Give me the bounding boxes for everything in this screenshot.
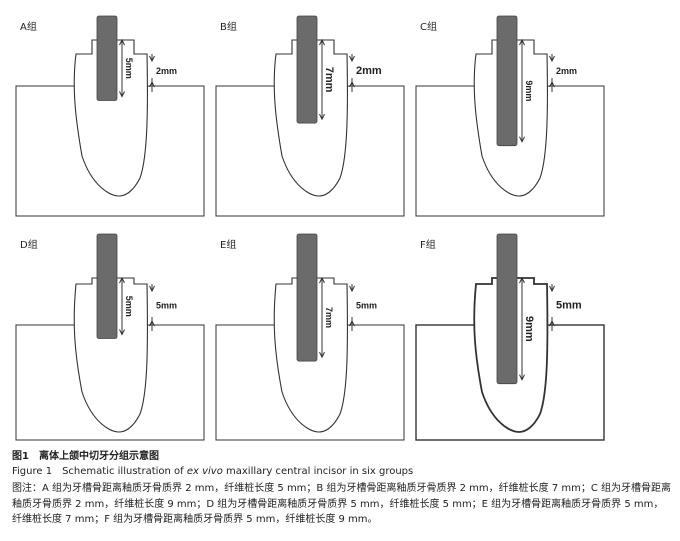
arrow-down-icon <box>319 351 325 359</box>
arrow-up-icon <box>119 38 125 46</box>
panel-label-b: B组 <box>220 22 237 33</box>
arrow-up-icon <box>519 38 525 46</box>
arrow-down-icon <box>349 55 355 63</box>
fiber-post <box>496 15 518 147</box>
arrow-up-icon <box>149 319 155 327</box>
schematic-figure: 5mm 2mm 7mm 2mm 9mm 2mm 5mm 5mm 7mm 5mm 9mm 5mm <box>15 15 605 441</box>
arrow-down-icon <box>519 374 525 381</box>
arrow-up-icon <box>119 276 125 284</box>
bone-distance-label: 5mm <box>156 301 177 311</box>
tooth-outline <box>73 277 149 433</box>
figure-title-cn: 图1 离体上颌中切牙分组示意图 <box>12 451 159 462</box>
arrow-down-icon <box>549 285 555 293</box>
post-length-label: 7mm <box>324 307 334 328</box>
post-length-label: 9mm <box>524 80 534 101</box>
arrow-up-icon <box>549 80 555 88</box>
arrow-down-icon <box>149 285 155 293</box>
arrow-up-icon <box>549 319 555 327</box>
panel-e: 7mm 5mm <box>215 233 405 441</box>
arrow-down-icon <box>549 55 555 63</box>
panel-a: 5mm 2mm <box>15 15 205 217</box>
figure-note: 图注：A 组为牙槽骨距离釉质牙骨质界 2 mm，纤维桩长度 5 mm；B 组为牙… <box>12 483 672 525</box>
arrow-down-icon <box>519 136 525 143</box>
fiber-post <box>496 233 518 385</box>
panel-label-a: A组 <box>20 22 37 33</box>
bone-distance-label: 5mm <box>556 300 582 312</box>
arrow-up-icon <box>519 276 525 284</box>
post-length-label: 7mm <box>323 67 335 93</box>
arrow-down-icon <box>319 113 325 121</box>
fiber-post <box>96 15 118 101</box>
tooth-outline <box>73 39 149 197</box>
arrow-down-icon <box>349 285 355 293</box>
arrow-up-icon <box>349 80 355 88</box>
fiber-post <box>296 233 318 362</box>
panel-label-f: F组 <box>420 240 436 251</box>
panel-b: 7mm 2mm <box>215 15 405 217</box>
panel-label-e: E组 <box>220 240 237 251</box>
panel-label-d: D组 <box>20 240 38 251</box>
bone-distance-label: 2mm <box>356 65 382 77</box>
panel-label-c: C组 <box>420 22 437 33</box>
bone-distance-label: 5mm <box>356 301 377 311</box>
post-length-label: 5mm <box>124 58 134 79</box>
arrow-up-icon <box>349 319 355 327</box>
arrow-up-icon <box>319 38 325 46</box>
post-length-label: 5mm <box>124 296 134 317</box>
arrow-down-icon <box>119 329 125 336</box>
panel-f: 9mm 5mm <box>415 233 605 441</box>
panel-d: 5mm 5mm <box>15 233 205 441</box>
arrow-down-icon <box>149 55 155 63</box>
bone-distance-label: 2mm <box>156 66 177 76</box>
arrow-up-icon <box>319 276 325 284</box>
bone-distance-label: 2mm <box>556 66 577 76</box>
post-length-label: 9mm <box>523 316 535 342</box>
arrow-down-icon <box>119 91 125 98</box>
figure-title-en: Figure 1 Schematic illustration of ex vi… <box>12 466 414 477</box>
fiber-post <box>296 15 318 124</box>
fiber-post <box>96 233 118 339</box>
panel-c: 9mm 2mm <box>415 15 605 217</box>
arrow-up-icon <box>149 80 155 88</box>
